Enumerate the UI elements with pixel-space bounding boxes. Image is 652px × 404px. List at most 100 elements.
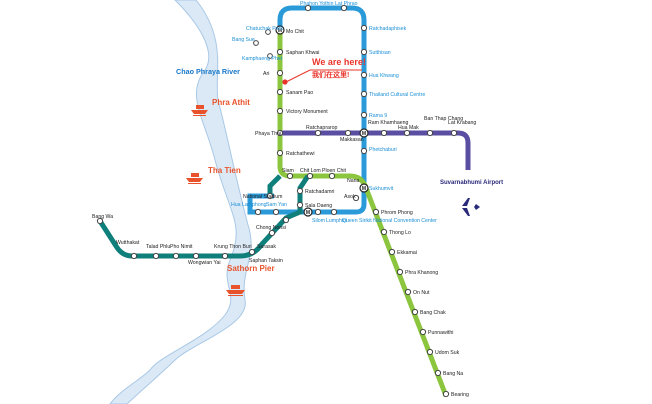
interchange-marker-label: M [362, 186, 366, 192]
station-label: Thong Lo [389, 230, 411, 236]
station-dot[interactable] [328, 172, 336, 180]
boat-icon [226, 285, 245, 296]
station-dot[interactable] [403, 129, 411, 137]
station-dot[interactable] [276, 107, 284, 115]
you-are-here-marker: We are here! 我们在这里! [282, 57, 366, 85]
station-label: Chit Lom [300, 168, 321, 174]
station-dot[interactable] [360, 147, 368, 155]
station-label: Talad Phlu [146, 244, 170, 250]
station-dot[interactable] [304, 4, 312, 12]
station-dot[interactable] [268, 229, 276, 237]
we-are-here-cn-label: 我们在这里! [312, 70, 349, 79]
bts-sukhumvit-line [277, 30, 449, 397]
station-label: Rama 9 [369, 113, 387, 119]
station-dot[interactable] [450, 129, 458, 137]
station-dot[interactable] [360, 111, 368, 119]
station-dot[interactable] [434, 369, 442, 377]
station-dot[interactable] [254, 208, 262, 216]
pier-tha-tien: Tha Tien [186, 166, 241, 184]
station-label: Phra Khanong [405, 270, 438, 276]
pier-label: Phra Athit [212, 98, 250, 107]
station-label: Victory Monument [286, 109, 328, 115]
station-dot[interactable] [314, 129, 322, 137]
station-dot[interactable] [221, 252, 229, 260]
station-dot[interactable] [442, 390, 450, 398]
interchange-mo-chit[interactable]: M [275, 25, 285, 35]
station-dot[interactable] [419, 328, 427, 336]
interchange-sala-daeng[interactable]: M [303, 207, 313, 217]
station-dot[interactable] [248, 248, 256, 256]
station-label: Ratchadaphisek [369, 26, 407, 32]
interchange-phetchaburi[interactable]: M [359, 128, 369, 138]
station-dot[interactable] [172, 252, 180, 260]
interchange-sukhumvit[interactable]: M [359, 183, 369, 193]
station-dot[interactable] [426, 348, 434, 356]
station-label: Lat Phrao [335, 1, 358, 7]
station-label: Chatuchak Park [246, 26, 283, 32]
station-dot[interactable] [360, 71, 368, 79]
station-label: Phrom Phong [381, 210, 413, 216]
station-dot[interactable] [360, 48, 368, 56]
station-dot[interactable] [267, 53, 273, 59]
station-dot[interactable] [282, 216, 290, 224]
station-label: Hua Lamphong [231, 202, 267, 208]
station-dot[interactable] [276, 88, 284, 96]
station-dot[interactable] [130, 252, 138, 260]
station-label: Bang Chak [420, 310, 446, 316]
pier-phra-athit: Phra Athit [191, 98, 250, 116]
station-dot[interactable] [330, 208, 338, 216]
station-dot[interactable] [340, 4, 348, 12]
station-dot[interactable] [276, 129, 284, 137]
station-label: Phahon Yothin [300, 1, 334, 7]
station-label: Silom [312, 218, 325, 224]
station-label: Hua Mak [398, 125, 419, 131]
pier-label: Sathorn Pier [227, 264, 275, 273]
station-label: Chong Nonsi [256, 225, 286, 231]
station-dot[interactable] [352, 194, 360, 202]
station-label: Phaya Thai [255, 131, 281, 137]
station-dot[interactable] [276, 48, 284, 56]
station-dot[interactable] [314, 208, 322, 216]
station-dot[interactable] [276, 69, 284, 77]
station-dot[interactable] [380, 129, 388, 137]
station-dot[interactable] [426, 129, 434, 137]
station-label: Thailand Cultural Centre [369, 92, 425, 98]
station-dot[interactable] [360, 24, 368, 32]
station-label: Lumphini [326, 218, 347, 224]
station-dot[interactable] [265, 29, 271, 35]
station-dot[interactable] [396, 268, 404, 276]
station-dot[interactable] [296, 187, 304, 195]
mrt-blue-line-south [247, 188, 367, 215]
station-dot[interactable] [253, 40, 259, 46]
station-dot[interactable] [296, 201, 304, 209]
station-dot[interactable] [388, 248, 396, 256]
station-dot[interactable] [360, 90, 368, 98]
station-dot[interactable] [344, 129, 352, 137]
station-dot[interactable] [96, 217, 104, 225]
station-dot[interactable] [192, 252, 200, 260]
station-dot[interactable] [276, 149, 284, 157]
station-label: Ban Thap Chang [424, 116, 463, 122]
station-label: Phetchaburi [369, 147, 397, 153]
station-label: National Stadium [243, 194, 283, 200]
station-label: Wutthakat [116, 240, 140, 246]
interchange-marker-label: M [362, 131, 366, 137]
station-label: On Nut [413, 290, 430, 296]
station-label: Bang Sue [232, 37, 255, 43]
station-dot[interactable] [286, 172, 294, 180]
station-dot[interactable] [266, 192, 274, 200]
station-dot[interactable] [380, 228, 388, 236]
chao-phraya-river [109, 0, 252, 404]
station-label: Ratchaprarop [306, 125, 338, 131]
interchange-marker-label: M [278, 28, 282, 34]
bts-silom-line [97, 174, 311, 259]
station-dot[interactable] [272, 208, 280, 216]
station-dot[interactable] [411, 308, 419, 316]
station-dot[interactable] [306, 172, 314, 180]
station-label: Lat Krabang [448, 120, 476, 126]
station-dot[interactable] [152, 252, 160, 260]
station-dot[interactable] [404, 288, 412, 296]
station-label: Surasak [257, 244, 276, 250]
station-dot[interactable] [372, 208, 380, 216]
